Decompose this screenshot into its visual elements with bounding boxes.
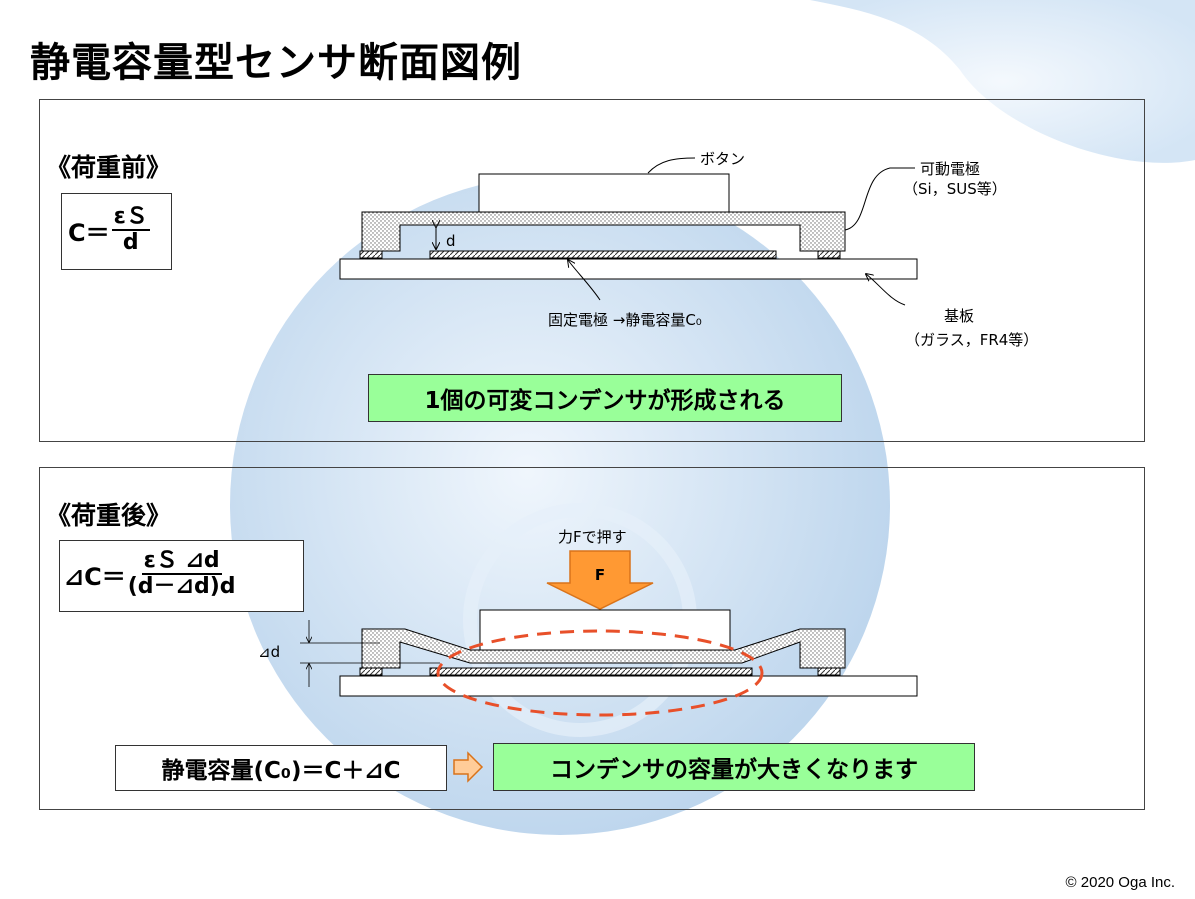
label-delta-d: ⊿d (258, 643, 281, 661)
copyright: © 2020 Oga Inc. (1065, 874, 1175, 891)
before-note: 1個の可変コンデンサが形成される (368, 374, 842, 422)
after-formula-fraction: εＳ ⊿d (d－⊿d)d (128, 550, 236, 598)
substrate-2 (339, 675, 918, 697)
before-formula-denominator: d (122, 230, 139, 255)
deformation-ellipse (436, 629, 764, 717)
label-force: 力Fで押す (558, 528, 627, 546)
after-formula-numerator: εＳ ⊿d (141, 548, 222, 575)
force-arrow (546, 550, 654, 610)
before-formula-fraction: εＳ d (111, 204, 150, 255)
button-2 (479, 609, 731, 651)
before-heading: 《荷重前》 (46, 153, 172, 182)
label-button: ボタン (700, 150, 746, 168)
watermark-arc (810, 0, 1195, 163)
label-movable-electrode: 可動電極 (920, 160, 981, 178)
before-panel (39, 99, 1145, 442)
before-formula-numerator: εＳ (111, 204, 150, 231)
pad-right-2 (817, 667, 841, 676)
after-heading: 《荷重後》 (46, 501, 172, 530)
force-arrow-label: F (595, 566, 605, 584)
label-fixed-electrode: 固定電極 →静電容量C₀ (548, 311, 702, 329)
result-box: コンデンサの容量が大きくなります (493, 743, 975, 791)
movable-electrode-1 (361, 211, 846, 252)
page-title: 静電容量型センサ断面図例 (30, 40, 522, 86)
after-formula: ⊿C＝ εＳ ⊿d (d－⊿d)d (59, 540, 304, 612)
button-1 (478, 173, 730, 213)
leader-button (647, 157, 696, 174)
fixed-electrode-2 (429, 667, 753, 676)
after-panel (39, 467, 1145, 810)
right-arrow-icon (453, 751, 484, 783)
label-movable-electrode-material: （Si，SUS等） (903, 180, 1007, 198)
label-substrate-material: （ガラス，FR4等） (905, 331, 1039, 349)
after-formula-denominator: (d－⊿d)d (127, 574, 236, 599)
leader-fixed (568, 260, 601, 301)
before-formula-lhs: C＝ (68, 218, 110, 247)
substrate-1 (339, 258, 918, 280)
after-formula-lhs: ⊿C＝ (64, 562, 126, 591)
leader-substrate (866, 274, 906, 306)
pad-left-2 (359, 667, 383, 676)
label-substrate: 基板 (944, 307, 975, 325)
before-formula: C＝ εＳ d (61, 193, 172, 270)
fixed-electrode-1 (429, 250, 777, 259)
capacitance-box: 静電容量(C₀)＝C＋⊿C (115, 745, 447, 791)
label-gap-d: d (446, 232, 456, 250)
leader-movable (844, 167, 915, 231)
